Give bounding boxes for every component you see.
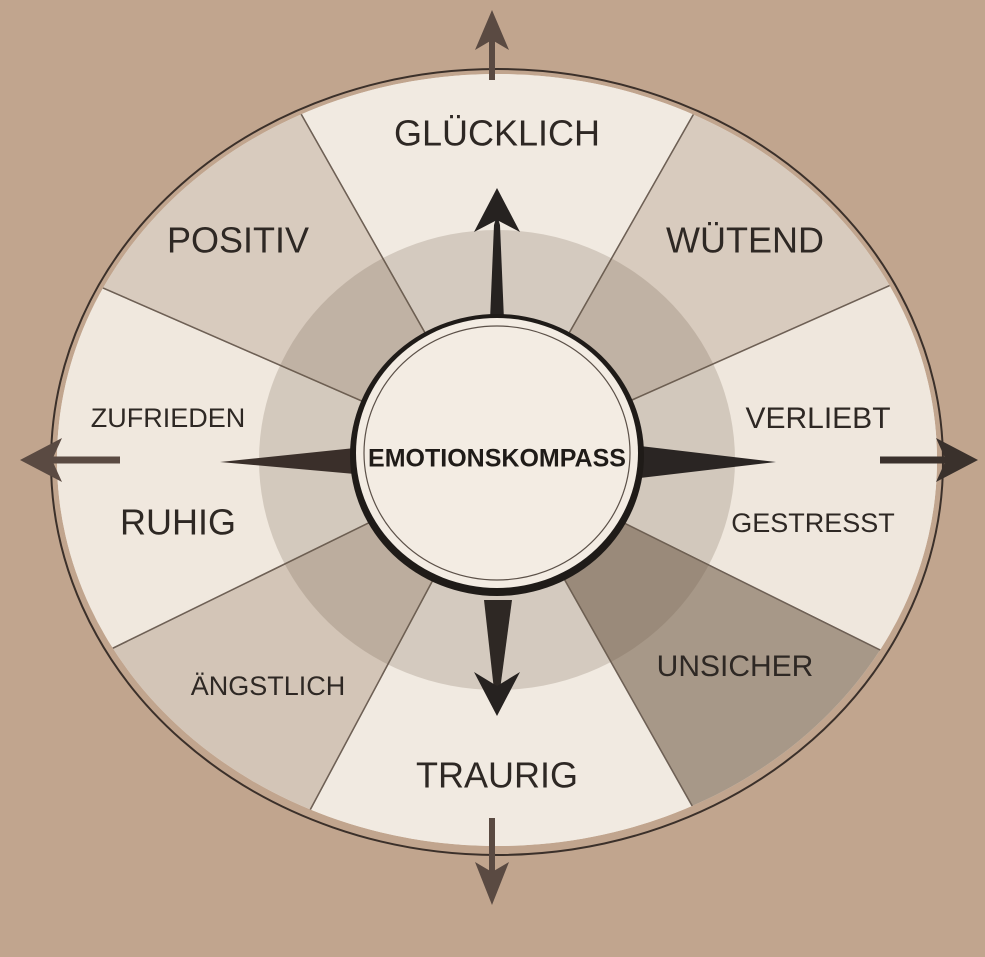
label-traurig: TRAURIG [416,755,578,796]
label-gestresst: GESTRESST [731,508,895,538]
compass-title: EMOTIONSKOMPASS [368,445,626,473]
arrow-left-icon [20,438,120,482]
needle-right-icon [640,446,776,478]
arrow-up-icon [475,10,509,80]
label-gluecklich: GLÜCKLICH [394,113,600,154]
label-wuetend: WÜTEND [666,220,824,261]
needle-down-head-icon [474,672,520,716]
needle-left-icon [220,448,355,474]
label-verliebt: VERLIEBT [745,402,890,435]
needle-down-icon [484,600,512,690]
compass-needles [220,188,776,716]
arrow-right-icon [880,438,978,482]
arrow-down-icon [475,818,509,905]
center-circle [356,318,638,588]
needle-up-head-icon [474,188,520,232]
label-ruhig: RUHIG [120,502,236,543]
needle-up-icon [490,215,504,320]
center-circle-inner-line [363,325,631,581]
label-zufrieden: ZUFRIEDEN [91,403,246,433]
label-aengstlich: ÄNGSTLICH [191,671,346,701]
label-positiv: POSITIV [167,220,309,261]
label-unsicher: UNSICHER [657,650,814,683]
